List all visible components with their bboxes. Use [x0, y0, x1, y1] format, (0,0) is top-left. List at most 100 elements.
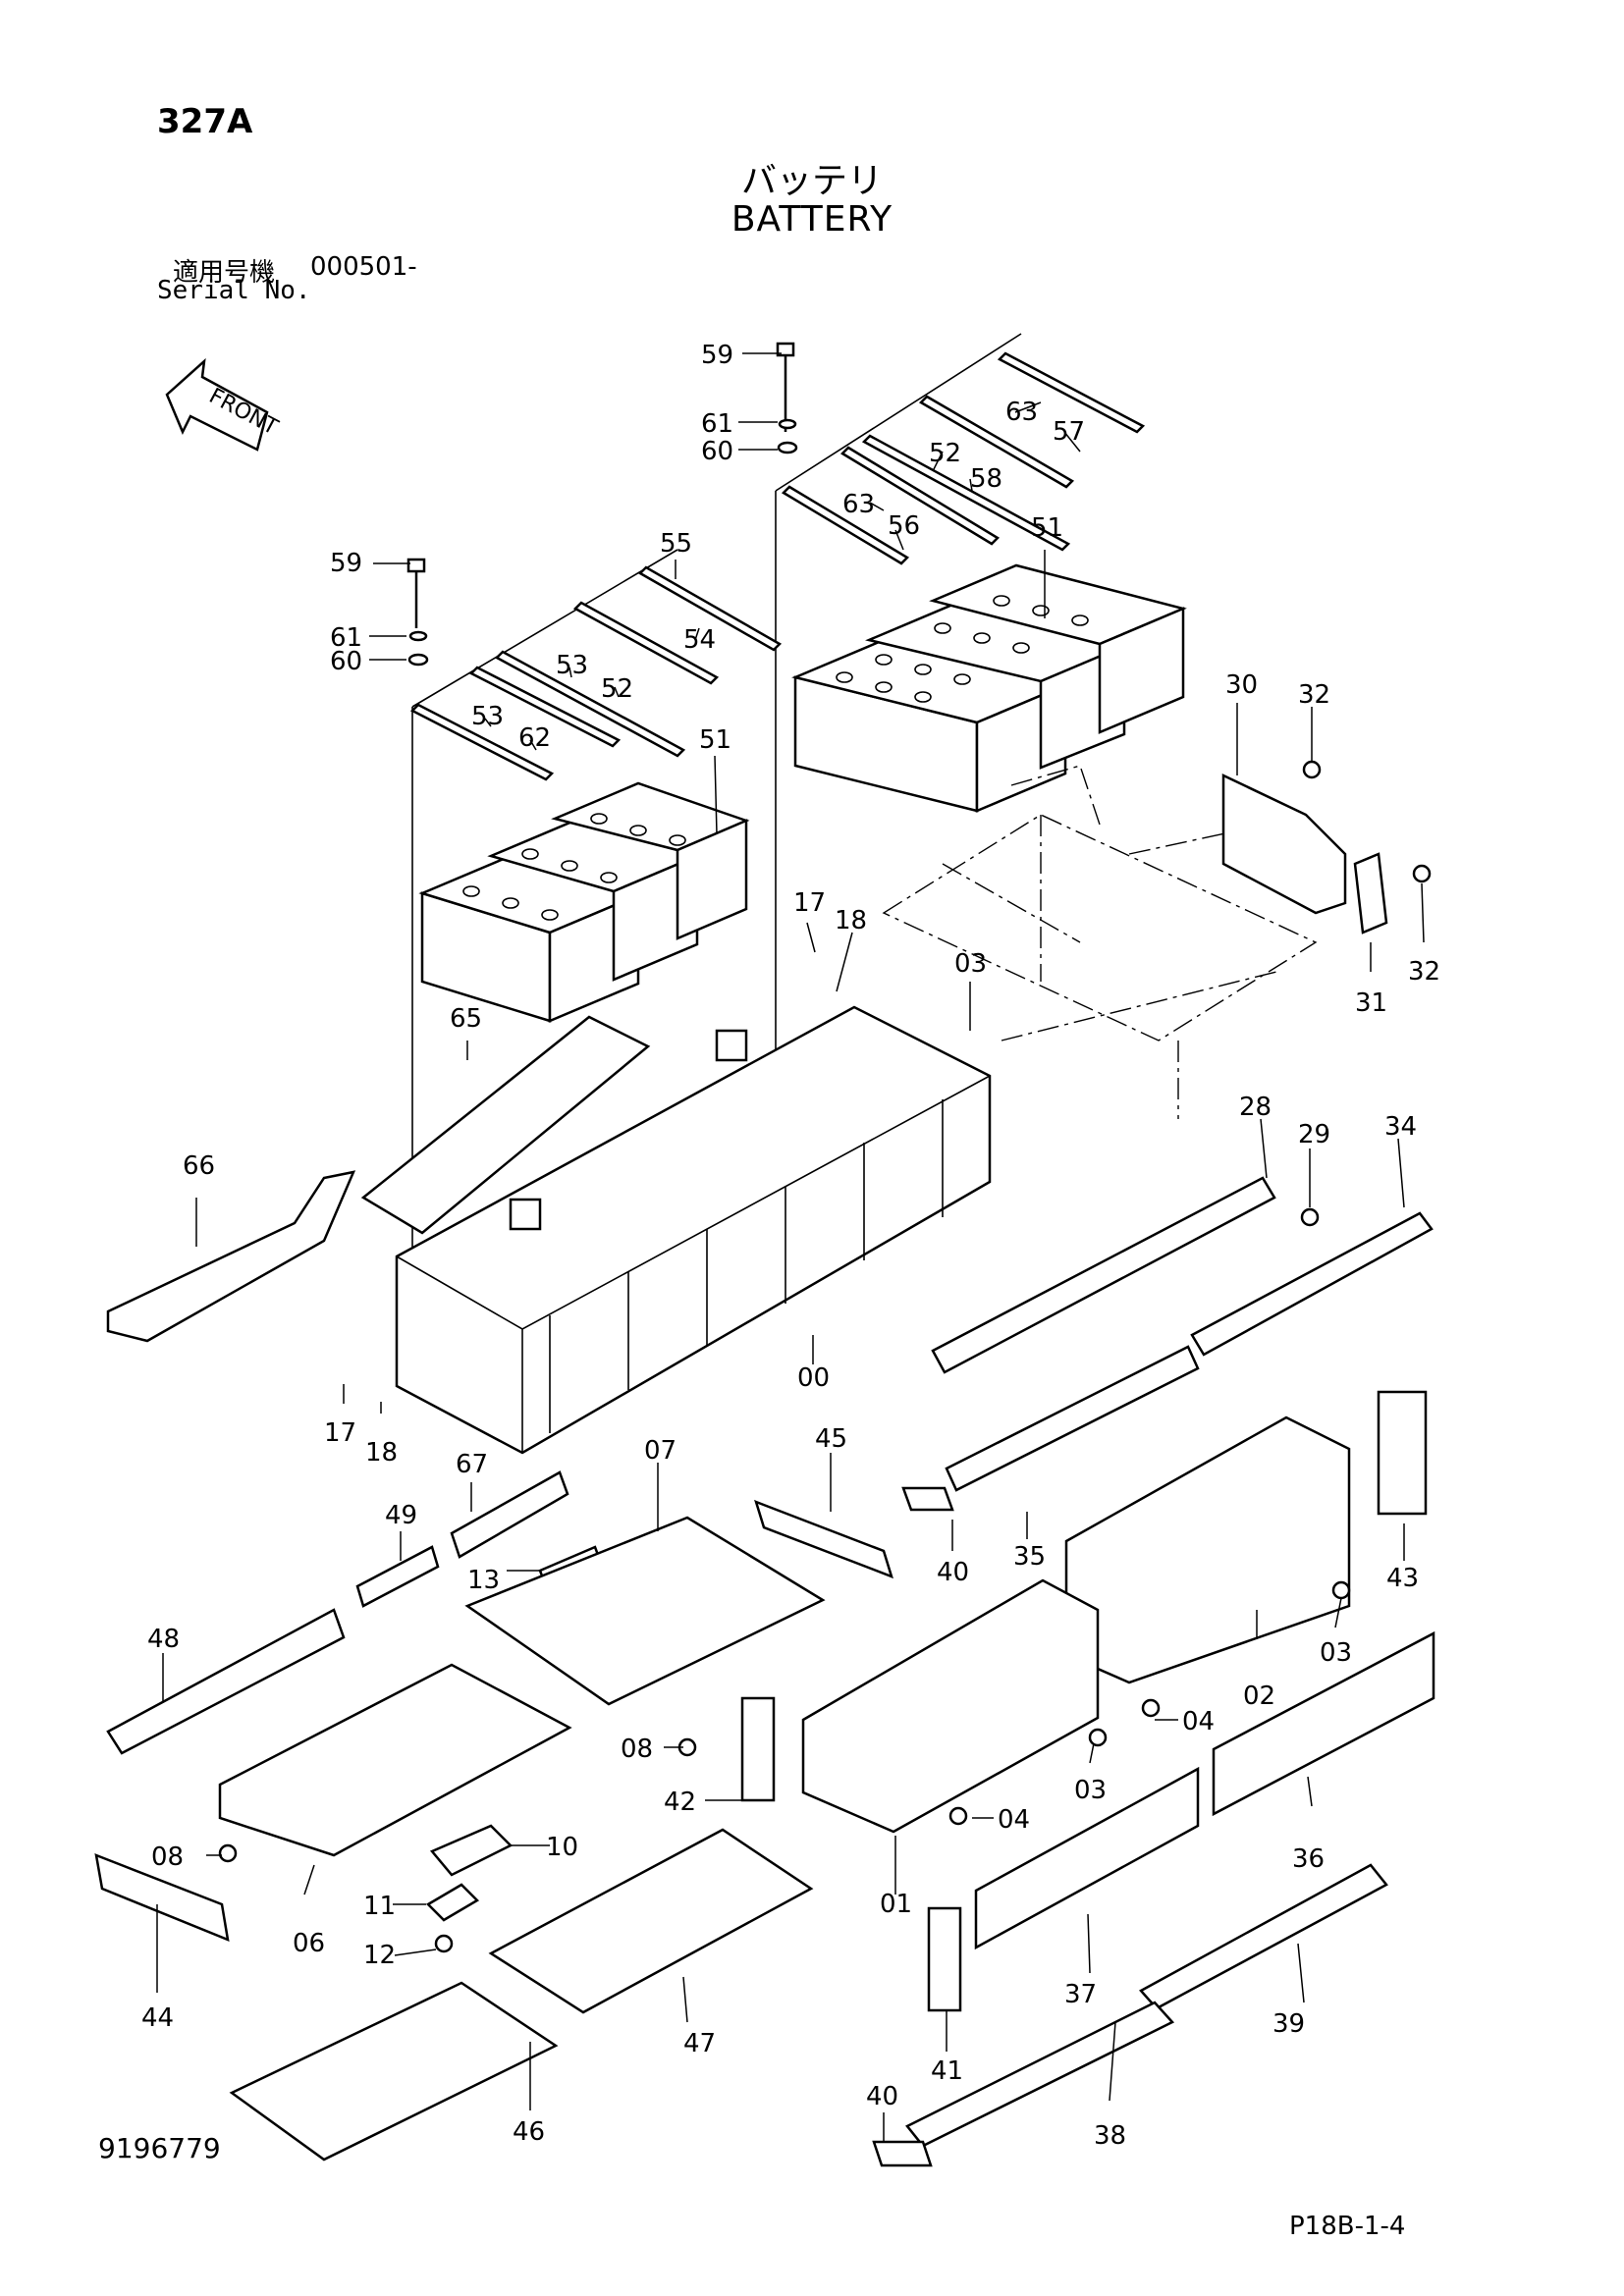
pad-44: [94, 1853, 230, 1942]
box-01: [801, 1578, 1100, 1834]
pad-66: [106, 1170, 356, 1343]
callout-13: 13: [467, 1566, 500, 1595]
callout-66: 66: [183, 1151, 215, 1181]
callout-40b: 40: [866, 2082, 898, 2111]
title-japanese: バッテリ: [740, 161, 883, 201]
callout-38: 38: [1094, 2121, 1126, 2151]
callout-63b: 63: [842, 490, 875, 519]
callout-42: 42: [664, 1788, 696, 1817]
callout-61a: 61: [701, 409, 733, 439]
pad-45: [754, 1499, 893, 1579]
callout-57: 57: [1053, 417, 1085, 447]
callout-34: 34: [1384, 1112, 1417, 1142]
pad-39: [1139, 1863, 1388, 2010]
serial-value: 000501-: [310, 252, 417, 282]
serial-label-english: Serial No.: [157, 276, 311, 305]
clamp-bar-57: [918, 395, 1075, 489]
figure-number: 9196779: [98, 2132, 221, 2164]
callout-46: 46: [513, 2117, 545, 2147]
bolt-03c: [1088, 1728, 1108, 1747]
washer-60: [777, 441, 798, 454]
plate-48: [106, 1608, 346, 1755]
callout-44: 44: [141, 2003, 174, 2033]
bolt-12: [434, 1934, 454, 1953]
bolt-08a: [218, 1843, 238, 1863]
callout-48: 48: [147, 1625, 180, 1654]
callout-60a: 60: [701, 437, 733, 466]
callout-55: 55: [660, 529, 692, 559]
pad-34: [1190, 1211, 1434, 1357]
bracket-31: [1353, 852, 1388, 934]
washer-60b: [407, 653, 429, 667]
tray-hook-left: [715, 1029, 748, 1062]
callout-32a: 32: [1298, 680, 1330, 710]
clamp-bar-52: [861, 434, 1071, 552]
pad-65: [360, 1015, 651, 1235]
clamp-bar-63: [997, 351, 1146, 434]
plate-46: [229, 1981, 559, 2162]
callout-32b: 32: [1408, 957, 1440, 987]
pad-41: [927, 1906, 962, 2012]
battery-group-right: [775, 333, 1187, 1060]
washer-61b: [408, 630, 428, 642]
page-code: 327A: [157, 102, 253, 141]
bracket-30-31: [1221, 760, 1432, 934]
callout-51b: 51: [699, 725, 731, 755]
battery-left-3: [551, 781, 750, 940]
front-arrow-icon: FRONT: [165, 357, 282, 452]
callout-58: 58: [970, 464, 1002, 494]
bolt-32a: [1302, 760, 1322, 779]
page-reference: P18B-1-4: [1289, 2212, 1406, 2241]
battery-right-3: [929, 563, 1187, 734]
clamp-bar-52b: [494, 650, 686, 758]
callout-03c: 03: [1074, 1776, 1107, 1805]
title-english: BATTERY: [731, 199, 893, 240]
callout-47: 47: [683, 2029, 716, 2058]
callout-52a: 52: [929, 439, 961, 468]
callout-17b: 17: [324, 1418, 356, 1448]
callout-54: 54: [683, 625, 716, 655]
callout-31: 31: [1355, 988, 1387, 1018]
callout-07: 07: [644, 1436, 677, 1466]
battery-tray-00: [395, 1005, 992, 1455]
callout-41: 41: [931, 2056, 963, 2086]
battery-right-1: [791, 638, 1069, 813]
callout-52b: 52: [601, 674, 633, 704]
callout-17a: 17: [793, 888, 826, 918]
tray-07: [464, 1516, 826, 1706]
callout-06: 06: [293, 1929, 325, 1958]
block-49: [355, 1545, 440, 1608]
plate-67: [450, 1470, 569, 1559]
clamp-bar-55: [637, 565, 783, 652]
pad-40b: [872, 2140, 933, 2167]
callout-04b: 04: [998, 1805, 1030, 1835]
callout-00: 00: [797, 1363, 830, 1393]
battery-left-1: [418, 854, 642, 1023]
callout-53a: 53: [556, 651, 588, 680]
callout-03a: 03: [954, 949, 987, 979]
pad-36: [1212, 1630, 1435, 1817]
callout-30: 30: [1225, 670, 1258, 700]
callout-49: 49: [385, 1501, 417, 1530]
callout-60b: 60: [330, 647, 362, 676]
callout-53b: 53: [471, 702, 504, 731]
bracket-30: [1221, 774, 1347, 915]
callout-59b: 59: [330, 549, 362, 578]
clamp-bar-58: [839, 446, 1001, 546]
callout-67: 67: [456, 1450, 488, 1479]
bolt-03b: [1331, 1580, 1351, 1600]
serial-label-japanese: 適用号機: [173, 258, 276, 288]
callout-43: 43: [1386, 1564, 1419, 1593]
pad-37: [974, 1766, 1200, 1950]
callout-10: 10: [546, 1833, 578, 1862]
callout-65: 65: [450, 1004, 482, 1034]
clamp-bar-54: [572, 601, 720, 685]
callout-28: 28: [1239, 1093, 1272, 1122]
bolt-32b: [1412, 864, 1432, 883]
callout-61b: 61: [330, 623, 362, 653]
clamp-bar-53: [468, 666, 622, 748]
tray-06: [218, 1663, 572, 1857]
callout-29: 29: [1298, 1120, 1330, 1149]
callout-36: 36: [1292, 1844, 1325, 1874]
